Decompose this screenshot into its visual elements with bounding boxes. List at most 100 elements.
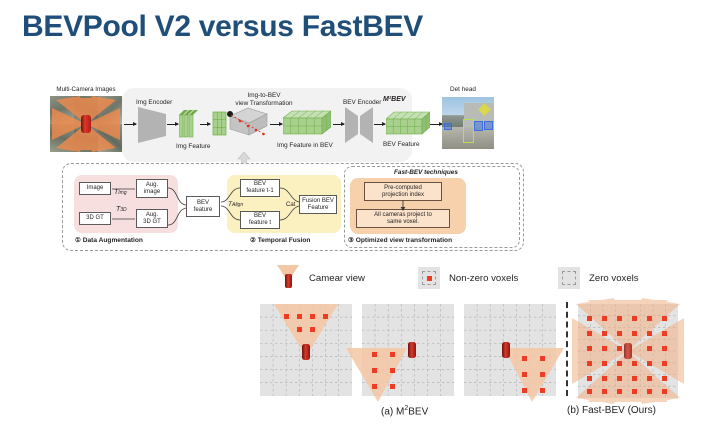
voxel-dot bbox=[617, 389, 622, 394]
voxel-dot bbox=[632, 316, 637, 321]
voxel-dot bbox=[540, 356, 545, 361]
img-feature-label: Img Feature bbox=[176, 143, 211, 150]
voxel-dot bbox=[587, 376, 592, 381]
caption-optimized-view: ③ Optimized view transformation bbox=[348, 237, 453, 244]
detection-box-pedestrian bbox=[463, 119, 474, 143]
box-bev-feature: BEV feature bbox=[186, 196, 220, 217]
voxel-dot bbox=[323, 314, 328, 319]
box-precomputed-projection-index: Pre-computed projection index bbox=[364, 182, 442, 201]
voxel-dot bbox=[662, 361, 667, 366]
bev-feature-connectors bbox=[168, 187, 187, 226]
voxel-dot bbox=[310, 314, 315, 319]
voxel-dot bbox=[662, 331, 667, 336]
filled-voxel-border bbox=[422, 271, 436, 285]
voxel-dot bbox=[602, 331, 607, 336]
bev-encoder-shape bbox=[345, 107, 373, 143]
img-feature-slabs bbox=[179, 110, 198, 138]
caption-fastbev: (b) Fast-BEV (Ours) bbox=[567, 405, 656, 416]
voxel-dot bbox=[390, 384, 395, 389]
voxel-dot bbox=[632, 389, 637, 394]
empty-voxel-border bbox=[562, 271, 576, 285]
voxel-dot bbox=[602, 376, 607, 381]
voxel-dot bbox=[390, 368, 395, 373]
empty-voxel-icon bbox=[558, 267, 580, 289]
arrow-to-det-head bbox=[430, 122, 443, 126]
voxel-dot bbox=[372, 384, 377, 389]
detection-road bbox=[442, 127, 494, 149]
voxel-dot bbox=[284, 314, 289, 319]
arrow-to-bev-encoder bbox=[333, 122, 345, 126]
img-feature-in-bev-cube bbox=[283, 110, 331, 135]
voxel-dot bbox=[617, 316, 622, 321]
voxel-dot bbox=[297, 314, 302, 319]
box-image: Image bbox=[79, 182, 111, 195]
voxel-dot bbox=[647, 361, 652, 366]
cat-label: Cat bbox=[286, 202, 296, 208]
ego-vehicle-icon bbox=[302, 344, 310, 360]
voxel-dot bbox=[602, 316, 607, 321]
detection-box-car-3 bbox=[444, 123, 452, 130]
ego-vehicle-icon bbox=[624, 343, 632, 359]
voxel-dot bbox=[617, 331, 622, 336]
upward-connector-arrow-icon bbox=[237, 152, 251, 168]
voxel-dot bbox=[602, 389, 607, 394]
view-transform-feature-plane bbox=[212, 111, 227, 136]
box-3d-gt: 3D GT bbox=[79, 212, 111, 225]
multi-camera-images bbox=[50, 96, 122, 152]
bev-feature-cube bbox=[386, 111, 430, 135]
voxel-dot bbox=[632, 376, 637, 381]
legend-label-zero-voxels: Zero voxels bbox=[589, 273, 639, 284]
transform-align-label: TAlign bbox=[228, 201, 244, 208]
camera-cone-front bbox=[274, 304, 338, 350]
bev-panel-fastbev bbox=[572, 298, 684, 404]
voxel-dot bbox=[587, 331, 592, 336]
view-transformation-label-line1: Img-to-BEV bbox=[247, 92, 281, 99]
arrow-bevencoder-to-bevfeature bbox=[374, 122, 386, 126]
voxel-dot bbox=[632, 361, 637, 366]
model-badge: M²BEV bbox=[383, 96, 406, 103]
voxel-dot bbox=[662, 346, 667, 351]
ego-vehicle-icon bbox=[81, 115, 91, 133]
arrow-input-to-encoder bbox=[124, 122, 137, 126]
box-fusion-bev-feature: Fusion BEV Feature bbox=[299, 195, 337, 214]
camera-frustum-star-icon bbox=[52, 96, 120, 152]
bev-feature-label: BEV Feature bbox=[383, 141, 420, 148]
voxel-dot bbox=[587, 346, 592, 351]
det-head-image bbox=[442, 97, 494, 149]
filled-voxel-icon bbox=[418, 267, 440, 289]
caption-data-augmentation: ① Data Augmentation bbox=[75, 237, 143, 244]
voxel-dot bbox=[602, 346, 607, 351]
bev-panel-camera-right bbox=[464, 304, 564, 402]
box-bev-feature-t: BEV feature t bbox=[240, 211, 280, 229]
camera-cone-left-down bbox=[346, 348, 407, 402]
bev-encoder-label: BEV Encoder bbox=[343, 99, 382, 106]
multi-camera-images-label: Multi-Camera Images bbox=[56, 86, 116, 93]
fastbev-techniques-title: Fast-BEV techniques bbox=[394, 169, 458, 176]
fastbev-techniques-subpanel bbox=[344, 166, 520, 248]
voxel-dot bbox=[647, 316, 652, 321]
detection-box-car-2 bbox=[484, 121, 493, 130]
bev-voxel-cube bbox=[227, 107, 268, 136]
ego-vehicle-icon bbox=[502, 342, 510, 358]
voxel-dot bbox=[647, 346, 652, 351]
arrow-viewtransform-to-bevfeature bbox=[270, 122, 283, 126]
det-head-label: Det head bbox=[450, 86, 476, 93]
arrow-projection-to-voxel bbox=[400, 200, 406, 211]
img-encoder-label: Img Encoder bbox=[136, 99, 173, 106]
voxel-dot bbox=[587, 389, 592, 394]
voxel-dot bbox=[617, 361, 622, 366]
img-encoder-shape bbox=[138, 107, 166, 143]
view-transformation-label-line2: view Transformation bbox=[235, 100, 293, 107]
legend-label-camera-view: Camear view bbox=[309, 273, 365, 284]
voxel-dot bbox=[540, 372, 545, 377]
page-title: BEVPool V2 versus FastBEV bbox=[22, 10, 423, 43]
arrow-encoder-to-imgfeature bbox=[167, 122, 179, 126]
bev-panel-camera-front bbox=[260, 304, 352, 396]
voxel-dot bbox=[587, 361, 592, 366]
voxel-dot bbox=[662, 316, 667, 321]
ego-vehicle-icon bbox=[408, 342, 416, 358]
legend-ego-vehicle-icon bbox=[285, 274, 292, 288]
voxel-dot bbox=[617, 346, 622, 351]
voxel-dot bbox=[602, 361, 607, 366]
